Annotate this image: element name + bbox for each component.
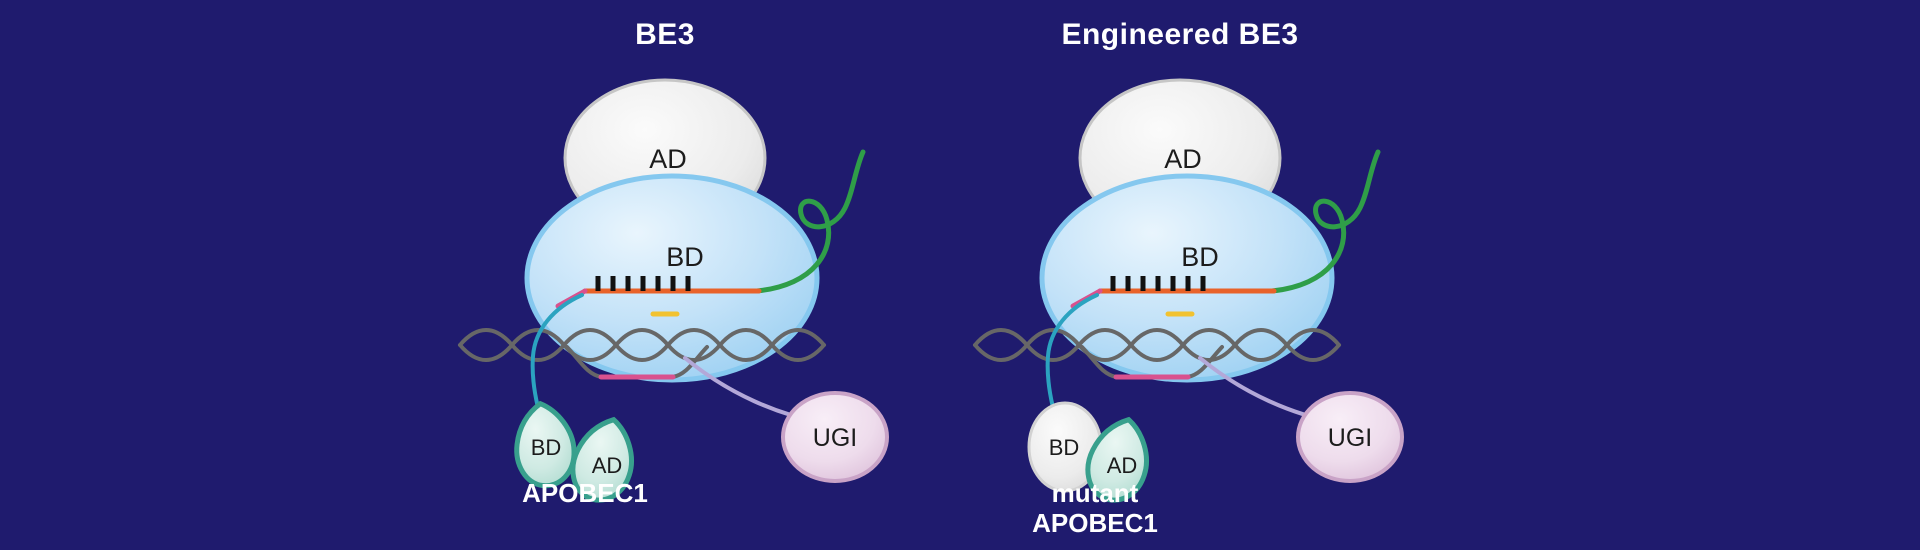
sgrna-loop <box>754 149 866 294</box>
sgrna-loop <box>1269 149 1381 294</box>
panel-engineered-be3: Engineered BE3 <box>900 0 1460 550</box>
ad-domain-label: AD <box>649 144 687 174</box>
panel-be3: BE3 <box>385 0 945 550</box>
base-pair-ticks <box>1110 276 1206 291</box>
apobec-name-line1: APOBEC1 <box>522 478 648 508</box>
be3-diagram: AD BD BD AD UGI APOBEC1 <box>458 78 889 508</box>
ugi-bubble <box>1296 391 1404 483</box>
bd-domain-label: BD <box>666 242 704 272</box>
apobec-ad-label: AD <box>592 453 623 478</box>
base-pair-ticks <box>595 276 691 291</box>
apobec-name-line2: APOBEC1 <box>1032 508 1158 538</box>
ad-domain-label: AD <box>1164 144 1202 174</box>
panel-title-engineered-be3: Engineered BE3 <box>1061 18 1299 51</box>
panel-title-be3: BE3 <box>635 18 695 51</box>
apobec-bd-label: BD <box>531 435 562 460</box>
apobec-name-line1: mutant <box>1052 478 1139 508</box>
engineered-be3-diagram: AD BD BD AD UGI mutant APOBEC1 <box>973 78 1404 538</box>
apobec-ad-leaf <box>1085 416 1149 503</box>
ugi-bubble <box>781 391 889 483</box>
apobec-bd-label: BD <box>1049 435 1080 460</box>
ugi-label: UGI <box>1328 424 1372 452</box>
bd-domain-label: BD <box>1181 242 1219 272</box>
apobec-ad-label: AD <box>1107 453 1138 478</box>
ugi-label: UGI <box>813 424 857 452</box>
apobec-ad-leaf <box>570 416 634 503</box>
apobec-bd-leaf <box>514 400 577 489</box>
